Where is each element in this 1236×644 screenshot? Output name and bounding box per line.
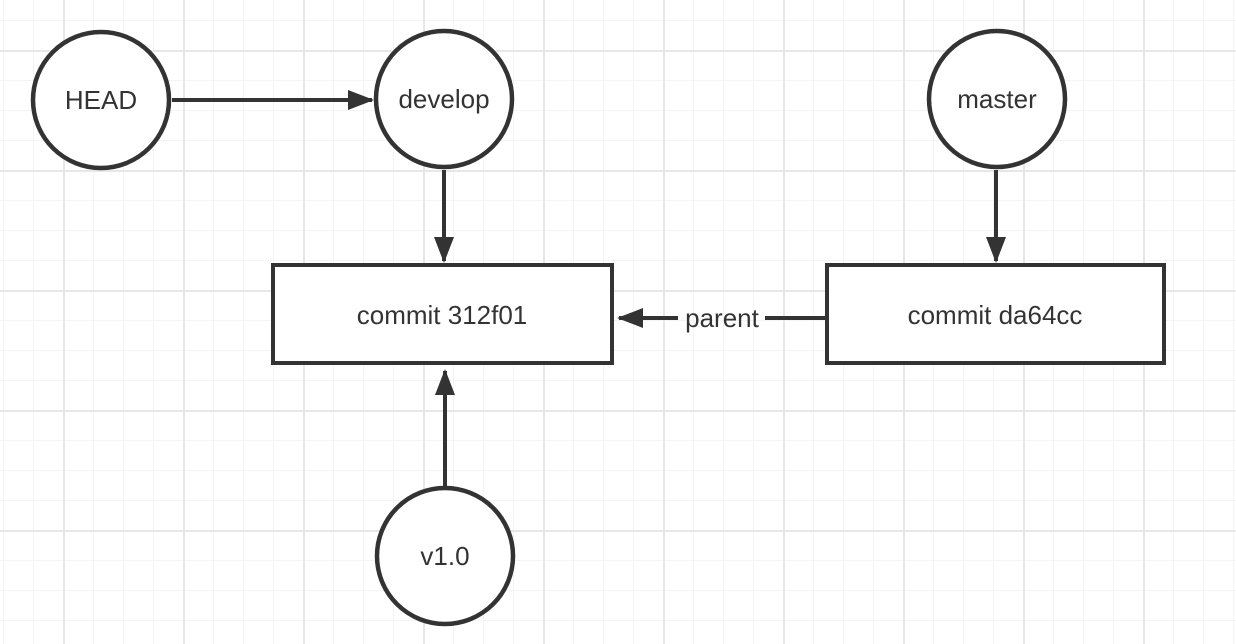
edge-parent[interactable]: parent	[617, 303, 829, 333]
develop-circle[interactable]	[373, 28, 515, 170]
v1-0-circle[interactable]	[374, 485, 516, 627]
head-circle[interactable]	[30, 29, 172, 171]
node-master[interactable]: master	[926, 28, 1068, 170]
master-circle[interactable]	[926, 28, 1068, 170]
node-develop[interactable]: develop	[373, 28, 515, 170]
node-head[interactable]: HEAD	[30, 29, 172, 171]
node-commit-da64cc[interactable]: commit da64cc	[825, 263, 1166, 365]
node-commit-312f01[interactable]: commit 312f01	[271, 263, 614, 365]
v1-0-label: v1.0	[420, 541, 469, 571]
master-label: master	[957, 84, 1037, 114]
commit-312f01-label: commit 312f01	[357, 300, 528, 330]
node-v1-0[interactable]: v1.0	[374, 485, 516, 627]
commit-da64cc-label: commit da64cc	[908, 300, 1083, 330]
head-label: HEAD	[65, 85, 137, 115]
commit-312f01-rect[interactable]	[271, 263, 614, 365]
commit-da64cc-rect[interactable]	[825, 263, 1166, 365]
develop-label: develop	[398, 84, 489, 114]
edge-parent-label: parent	[685, 303, 759, 333]
